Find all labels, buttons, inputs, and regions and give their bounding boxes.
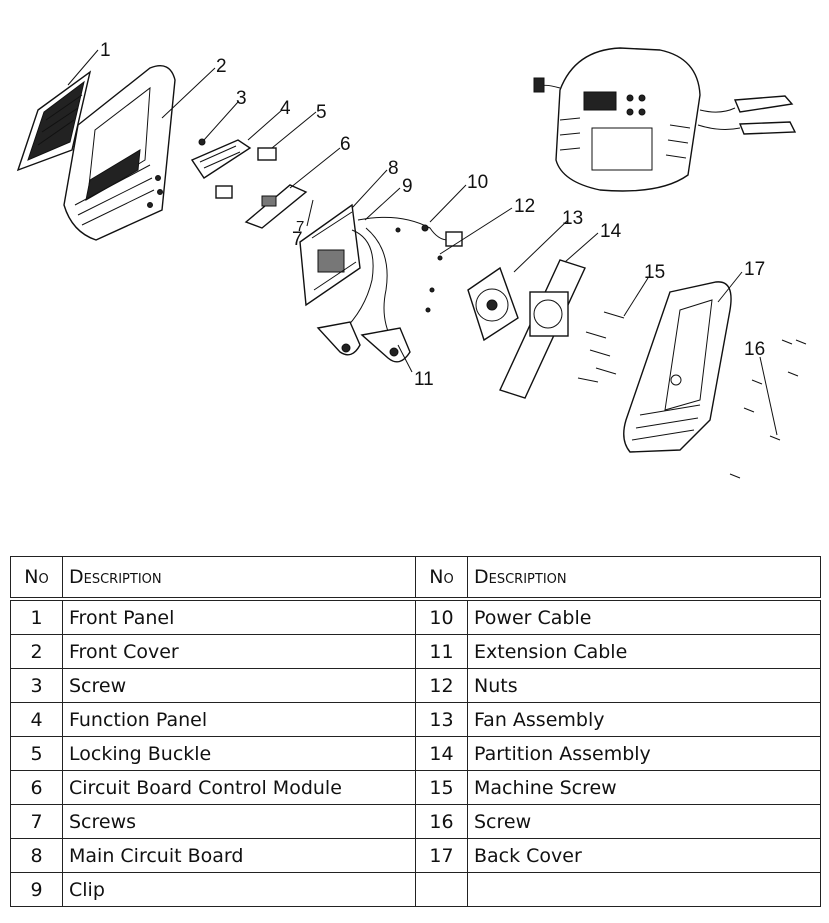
callout-12: 12 (514, 196, 535, 217)
part-number: 17 (415, 838, 468, 873)
callout-3: 3 (236, 88, 247, 109)
part-description: Power Cable (467, 598, 821, 635)
callout-14: 14 (600, 221, 622, 242)
callout-1: 1 (100, 40, 111, 61)
part-description: Extension Cable (467, 634, 821, 669)
part-number: 4 (10, 702, 63, 737)
part-number: 2 (10, 634, 63, 669)
callout-11: 11 (414, 369, 434, 390)
part-number: 1 (10, 598, 63, 635)
callout-16: 16 (744, 339, 765, 360)
extension-cable-part (316, 227, 411, 363)
table-row: 7 Screws 16 Screw (10, 804, 821, 839)
back-cover-part (623, 281, 732, 453)
power-cable-part (357, 216, 463, 247)
part-description: Screw (467, 804, 821, 839)
table-row: 5 Locking Buckle 14 Partition Assembly (10, 736, 821, 771)
part-description: Circuit Board Control Module (62, 770, 416, 805)
leader-lines (67, 49, 778, 436)
table-row: 1 Front Panel 10 Power Cable (10, 598, 821, 635)
callout-13: 13 (562, 208, 583, 229)
part-number: 5 (10, 736, 63, 771)
part-description: Screws (62, 804, 416, 839)
part-description: Front Cover (62, 634, 416, 669)
table-row: 2 Front Cover 11 Extension Cable (10, 634, 821, 669)
callout-15: 15 (644, 262, 665, 283)
callout-7a: 7 (296, 218, 304, 235)
main-circuit-board-part (299, 203, 361, 307)
callout-labels: 1 2 3 4 5 6 7 7 8 9 10 11 12 13 14 15 16… (100, 40, 765, 390)
table-row: 9 Clip (10, 872, 821, 907)
part-number: 14 (415, 736, 468, 771)
part-number: 8 (10, 838, 63, 873)
part-description: Locking Buckle (62, 736, 416, 771)
assembled-charger-image (533, 47, 797, 192)
part-description: Fan Assembly (467, 702, 821, 737)
table-row: 8 Main Circuit Board 17 Back Cover (10, 838, 821, 873)
part-number: 7 (10, 804, 63, 839)
screw-part-3 (198, 138, 206, 146)
header-description-right: Description (467, 556, 821, 601)
part-description: Machine Screw (467, 770, 821, 805)
part-description (467, 872, 821, 907)
part-description: Front Panel (62, 598, 416, 635)
function-panel-part (190, 139, 252, 179)
callout-2: 2 (216, 56, 227, 77)
part-number: 12 (415, 668, 468, 703)
part-description: Partition Assembly (467, 736, 821, 771)
front-cover-part (63, 65, 176, 241)
part-number: 13 (415, 702, 468, 737)
screws-part-16 (729, 339, 807, 479)
table-header-row: No Description No Description (10, 556, 821, 601)
part-number (415, 872, 468, 907)
callout-9: 9 (402, 176, 413, 197)
machine-screws-part (577, 311, 625, 383)
callout-5: 5 (316, 102, 327, 123)
part-number: 16 (415, 804, 468, 839)
exploded-parts-diagram: 1 2 3 4 5 6 7 7 8 9 10 11 12 13 14 15 16… (16, 40, 807, 479)
fan-assembly-part (467, 266, 519, 342)
part-number: 9 (10, 872, 63, 907)
circuit-board-control-module-part (244, 184, 308, 229)
header-description-left: Description (62, 556, 416, 601)
part-description: Function Panel (62, 702, 416, 737)
callout-17: 17 (744, 259, 765, 280)
part-description: Screw (62, 668, 416, 703)
front-panel-part (16, 70, 92, 172)
part-description: Main Circuit Board (62, 838, 416, 873)
header-no-left: No (10, 556, 63, 601)
callout-4: 4 (280, 98, 291, 119)
part-description: Nuts (467, 668, 821, 703)
partition-assembly-part (499, 259, 586, 399)
nuts-part (395, 227, 443, 313)
header-no-right: No (415, 556, 468, 601)
table-row: 3 Screw 12 Nuts (10, 668, 821, 703)
callout-7b: 7 (292, 229, 303, 250)
callout-8: 8 (388, 158, 399, 179)
table-row: 4 Function Panel 13 Fan Assembly (10, 702, 821, 737)
parts-list-table: No Description No Description 1 Front Pa… (10, 556, 821, 907)
part-number: 15 (415, 770, 468, 805)
table-row: 6 Circuit Board Control Module 15 Machin… (10, 770, 821, 805)
callout-6: 6 (340, 134, 351, 155)
callout-10: 10 (467, 172, 488, 193)
part-description: Back Cover (467, 838, 821, 873)
part-number: 11 (415, 634, 468, 669)
locking-buckle-part (215, 147, 277, 199)
part-number: 6 (10, 770, 63, 805)
part-description: Clip (62, 872, 416, 907)
part-number: 10 (415, 598, 468, 635)
part-number: 3 (10, 668, 63, 703)
